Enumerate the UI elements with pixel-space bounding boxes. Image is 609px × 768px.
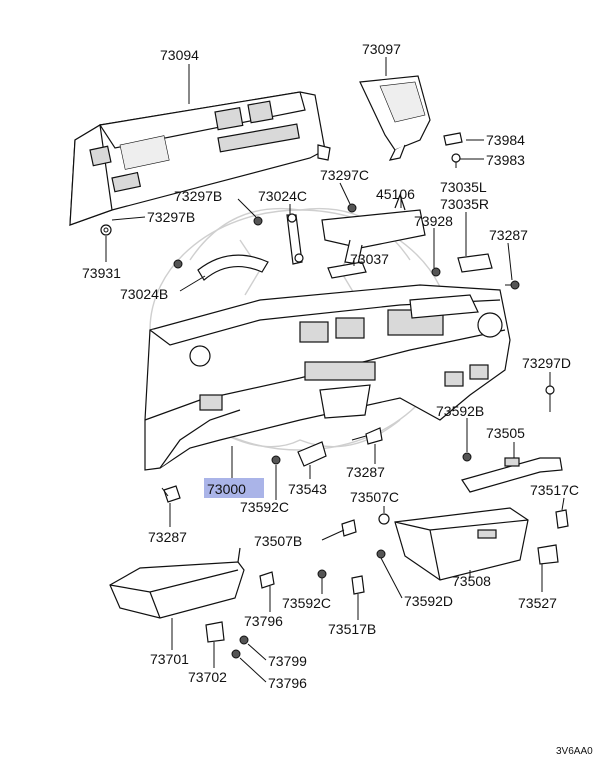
upper-panel-73094[interactable] [69,91,331,226]
label-73000[interactable]: 73000 [207,481,246,497]
bracket-73037[interactable] [327,261,367,279]
clip-73517C[interactable] [555,509,569,529]
bracket-45106[interactable] [321,193,426,265]
label-73984[interactable]: 73984 [486,132,525,148]
label-73287-a[interactable]: 73287 [489,227,528,243]
fastener-73592C-b[interactable] [317,569,327,579]
label-73297B-a[interactable]: 73297B [174,188,222,204]
label-73701[interactable]: 73701 [150,651,189,667]
latch-73527[interactable] [537,544,559,565]
fastener-73287-a[interactable] [505,280,520,290]
bracket-73024B[interactable] [197,254,269,281]
bracket-73024C[interactable] [286,213,304,265]
label-73796-b[interactable]: 73796 [268,675,307,691]
label-73592B[interactable]: 73592B [436,403,484,419]
bracket-73543[interactable] [297,441,327,467]
fastener-73287-c[interactable] [161,485,181,503]
side-vent-73097[interactable] [359,75,431,161]
lower-tray-73701[interactable] [109,547,245,619]
clip-73517B[interactable] [351,575,365,595]
fastener-73507C[interactable] [378,513,390,525]
label-73297B-b[interactable]: 73297B [147,209,195,225]
fastener-73592D[interactable] [376,549,386,559]
label-73024C[interactable]: 73024C [258,188,307,204]
label-73507B[interactable]: 73507B [254,533,302,549]
bracket-73505[interactable] [461,457,563,493]
screw-73796-b[interactable] [231,649,241,659]
label-73517C[interactable]: 73517C [530,482,579,498]
label-73592D[interactable]: 73592D [404,593,453,609]
fastener-73592B[interactable] [462,452,472,462]
glove-box-73508[interactable] [394,507,529,581]
screw-73799[interactable] [239,635,249,645]
part-labels: 73094 73097 73984 73983 73297C 45106 730… [82,41,593,757]
fastener-73297B[interactable] [253,216,263,226]
screw-73297D[interactable] [545,385,555,412]
label-73094[interactable]: 73094 [160,47,199,63]
label-73287-b[interactable]: 73287 [346,464,385,480]
label-73799[interactable]: 73799 [268,653,307,669]
label-73527[interactable]: 73527 [518,595,557,611]
label-73543[interactable]: 73543 [288,481,327,497]
drawing-code: 3V6AA0 [556,746,593,757]
fastener-73928[interactable] [431,267,441,277]
label-73983[interactable]: 73983 [486,152,525,168]
clip-73984[interactable] [443,132,463,146]
main-dashboard-73000[interactable] [144,284,511,471]
nut-73931[interactable] [100,224,112,236]
label-73097[interactable]: 73097 [362,41,401,57]
label-73035R[interactable]: 73035R [440,196,489,212]
label-73702[interactable]: 73702 [188,669,227,685]
cover-73035[interactable] [457,253,493,273]
label-45106[interactable]: 45106 [376,186,415,202]
label-73035L[interactable]: 73035L [440,179,487,195]
fastener-73297C[interactable] [347,203,357,213]
screw-73796-a[interactable] [259,571,275,589]
label-73297C[interactable]: 73297C [320,167,369,183]
bracket-73702[interactable] [205,621,225,643]
label-73287-c[interactable]: 73287 [148,529,187,545]
label-73297D[interactable]: 73297D [522,355,571,371]
screw-73983[interactable] [451,153,461,168]
label-73505[interactable]: 73505 [486,425,525,441]
fastener-73592C-a[interactable] [271,455,281,465]
label-73796-a[interactable]: 73796 [244,613,283,629]
selected-part-highlight [204,478,264,498]
label-73517B[interactable]: 73517B [328,621,376,637]
label-73508[interactable]: 73508 [452,573,491,589]
leader-lines [105,57,565,683]
label-73928[interactable]: 73928 [414,213,453,229]
label-73592C-a[interactable]: 73592C [240,499,289,515]
screw-73507B[interactable] [341,519,357,537]
label-73507C[interactable]: 73507C [350,489,399,505]
label-73037[interactable]: 73037 [350,251,389,267]
label-73931[interactable]: 73931 [82,265,121,281]
label-73592C-b[interactable]: 73592C [282,595,331,611]
label-73024B[interactable]: 73024B [120,286,168,302]
fastener-73297B-2[interactable] [173,259,183,269]
fastener-73287-b[interactable] [351,427,383,445]
